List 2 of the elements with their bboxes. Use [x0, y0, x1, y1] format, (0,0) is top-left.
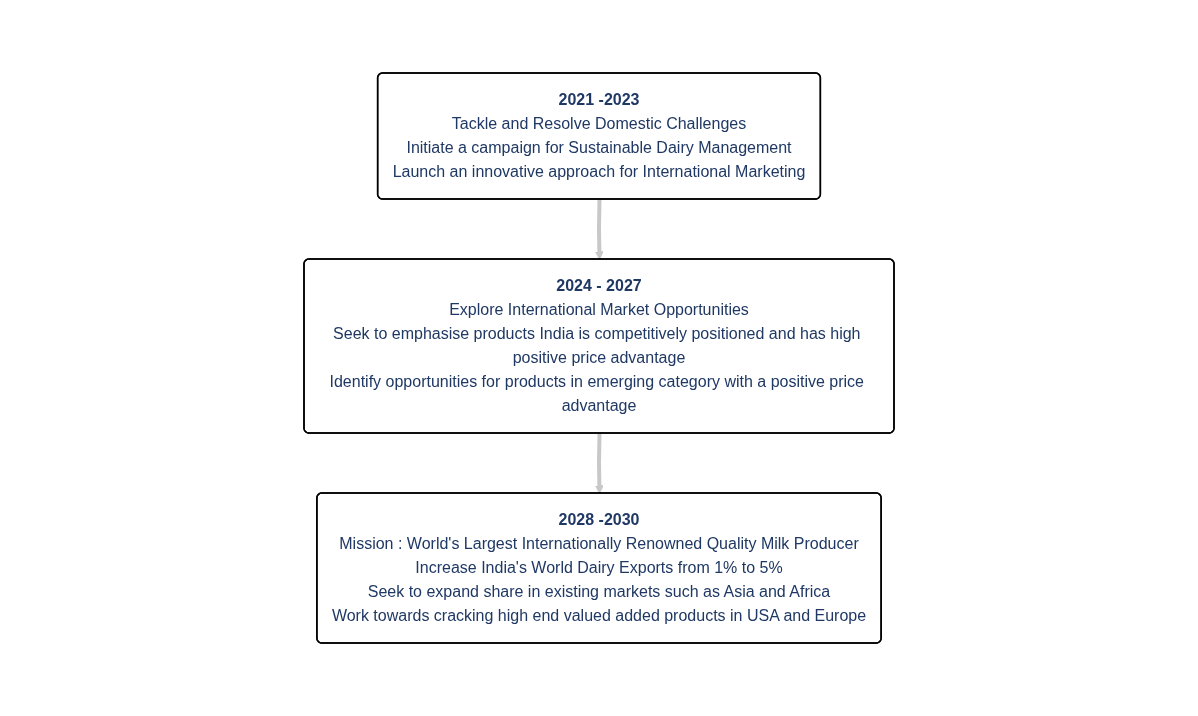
arrow [594, 199, 604, 260]
arrow [594, 433, 604, 494]
